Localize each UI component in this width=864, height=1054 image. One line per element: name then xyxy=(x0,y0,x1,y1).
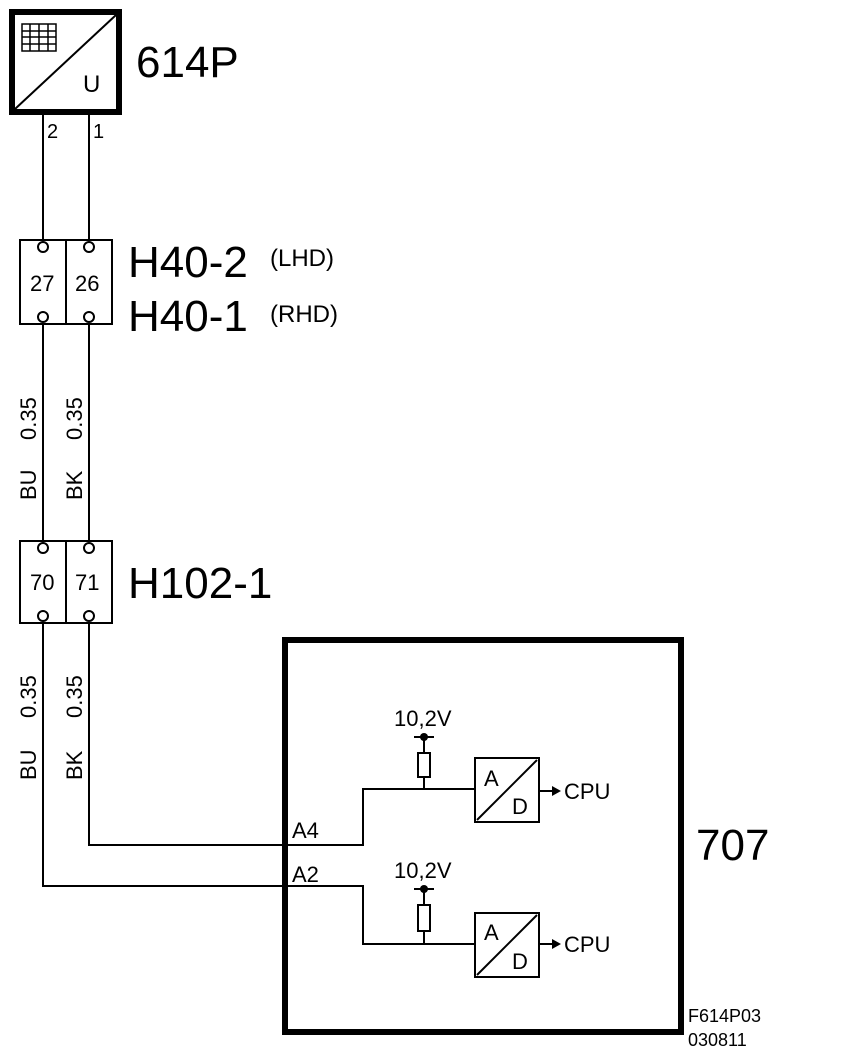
figure-ref-date: 030811 xyxy=(688,1030,747,1050)
wire-lower-bk-color: BK xyxy=(62,750,87,780)
supply-a2-label: 10,2V xyxy=(394,858,452,883)
arrow-right-icon xyxy=(552,786,561,796)
connector-h40-pin-27: 27 xyxy=(30,271,54,296)
wire-upper-bu-color: BU xyxy=(16,469,41,500)
sensor-diagonal xyxy=(14,14,117,110)
pullup-resistor-a2 xyxy=(417,904,431,932)
connector-h102-pin-71: 71 xyxy=(75,570,99,595)
terminal-27-top xyxy=(37,241,49,253)
terminal-71-bottom xyxy=(83,610,95,622)
connector-h40-name-rhd: H40-1 xyxy=(128,292,248,341)
wire-lower-bu xyxy=(42,622,285,887)
channel-a2-signal-line xyxy=(285,885,475,945)
adc-a2-bottom-label: D xyxy=(512,949,528,974)
channel-a2-output: CPU xyxy=(564,932,610,957)
grid-icon xyxy=(21,23,57,52)
wire-upper-bk-color: BK xyxy=(62,470,87,500)
terminal-27-bottom xyxy=(37,311,49,323)
adc-a4-bottom-label: D xyxy=(512,794,528,819)
channel-a4: A4 10,2V A D CPU xyxy=(285,706,610,846)
channel-a2: A2 10,2V A D CPU xyxy=(285,858,610,978)
connector-h40-qual-lhd: (LHD) xyxy=(270,245,334,272)
pullup-resistor-a4 xyxy=(417,752,431,778)
wire-lower-bk-size: 0.35 xyxy=(62,675,87,718)
connector-h40-pin-26: 26 xyxy=(75,271,99,296)
sensor-symbol-label: U xyxy=(83,71,100,98)
wire-upper-bu-size: 0.35 xyxy=(16,397,41,440)
figure-ref-code: F614P03 xyxy=(688,1006,761,1026)
supply-a4-label: 10,2V xyxy=(394,706,452,731)
sensor-pin-2: 2 xyxy=(47,121,58,143)
terminal-26-bottom xyxy=(83,311,95,323)
pin-a2-label: A2 xyxy=(292,862,319,887)
connector-h40: 27 26 xyxy=(19,239,113,325)
sensor-pin-1: 1 xyxy=(93,121,104,143)
pin-a4-label: A4 xyxy=(292,818,319,843)
control-unit-id: 707 xyxy=(696,821,769,870)
adc-a4-top-label: A xyxy=(484,766,499,791)
wire-lower-bk xyxy=(88,622,285,846)
wire-upper-bk-size: 0.35 xyxy=(62,397,87,440)
control-unit-707-box xyxy=(282,637,684,1035)
terminal-71-top xyxy=(83,542,95,554)
connector-h102: 70 71 xyxy=(19,540,113,624)
terminal-26-top xyxy=(83,241,95,253)
wire-lower-bu-size: 0.35 xyxy=(16,675,41,718)
connector-h102-pin-70: 70 xyxy=(30,570,54,595)
sensor-id: 614P xyxy=(136,38,239,87)
channel-a4-signal-line xyxy=(285,788,475,846)
sensor-box xyxy=(9,9,122,115)
terminal-70-top xyxy=(37,542,49,554)
connector-h102-name: H102-1 xyxy=(128,559,272,608)
channel-a4-output: CPU xyxy=(564,779,610,804)
terminal-70-bottom xyxy=(37,610,49,622)
adc-a2-top-label: A xyxy=(484,920,499,945)
arrow-right-icon xyxy=(552,939,561,949)
connector-h40-name-lhd: H40-2 xyxy=(128,238,248,287)
wire-lower-bu-color: BU xyxy=(16,749,41,780)
sensor-614p: U 614P 2 1 xyxy=(9,9,239,143)
connector-h40-qual-rhd: (RHD) xyxy=(270,301,338,328)
